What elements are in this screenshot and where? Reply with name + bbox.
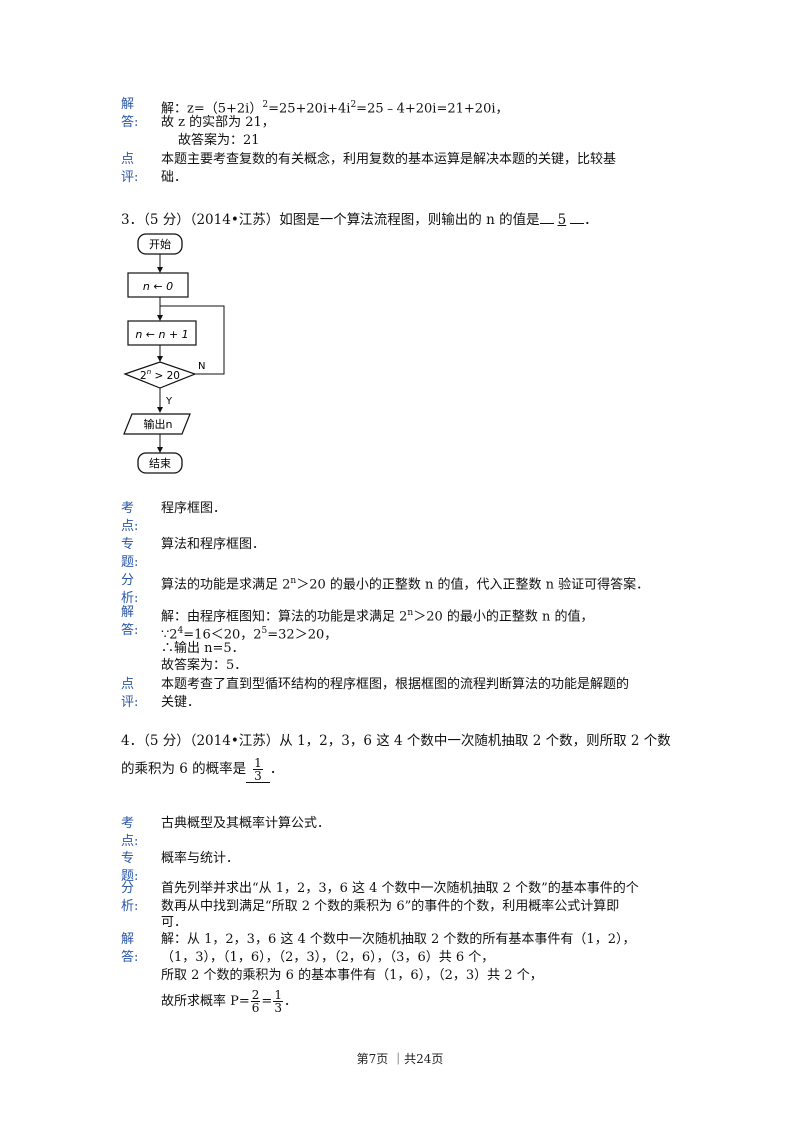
end-terminal — [137, 452, 183, 474]
start-label: 开始 — [149, 237, 171, 251]
solution-line: ∵24=16＜20，25=32＞20， — [161, 626, 338, 643]
label-da: 答: — [121, 115, 139, 130]
loop-label: n ← n + 1 — [135, 328, 188, 341]
label-kao: 考 — [121, 816, 135, 831]
label-dian: 点 — [121, 677, 135, 692]
label-ti: 题: — [121, 869, 139, 884]
answer-blank: 5 — [557, 212, 567, 228]
label-zhuan: 专 — [121, 851, 135, 866]
loop-process-box — [127, 320, 197, 346]
label-ti: 题: — [121, 555, 139, 570]
end-label: 结束 — [149, 457, 171, 470]
solution-line: 解：由程序框图知：算法的功能是求满足 2n＞20 的最小的正整数 n 的值， — [161, 608, 594, 625]
solution-equation: 解：z=（5+2i）2=25+20i+4i2=25﹣4+20i=21+20i， — [161, 100, 509, 117]
fenxi-text: 首先列举并求出“从 1，2，3，6 这 4 个数中一次随机抽取 2 个数”的基本… — [161, 881, 639, 896]
init-label: n ← 0 — [143, 280, 173, 293]
solution-line: ∴输出 n=5． — [161, 641, 245, 656]
solution-answer: 故答案为：5． — [161, 658, 248, 673]
page-footer: 第7页 ｜共24页 — [356, 1052, 444, 1066]
label-ping: 评: — [121, 170, 139, 185]
comment-line: 本题主要考查复数的有关概念，利用复数的基本运算是解决本题的关键，比较基 — [161, 152, 617, 167]
solution-line: 解：从 1，2，3，6 这 4 个数中一次随机抽取 2 个数的所有基本事件有（1… — [161, 932, 636, 947]
label-dian: 点: — [121, 519, 139, 534]
question-4-stem: 4．（5 分）（2014•江苏）从 1，2，3，6 这 4 个数中一次随机抽取 … — [121, 733, 671, 749]
comment-line: 关键． — [161, 695, 201, 710]
yes-label: Y — [165, 396, 173, 407]
decision-label: 2n > 20 — [140, 368, 180, 382]
label-dian: 点: — [121, 834, 139, 849]
solution-line: 故 z 的实部为 21， — [161, 115, 275, 130]
label-zhuan: 专 — [121, 537, 135, 552]
zhuanti-text: 概率与统计． — [161, 851, 240, 866]
output-label: 输出n — [144, 417, 173, 431]
comment-line: 础． — [161, 170, 188, 185]
comment-line: 本题考查了直到型循环结构的程序框图，根据框图的流程判断算法的功能是解题的 — [161, 677, 630, 692]
label-fen: 分 — [121, 881, 135, 896]
label-kao: 考 — [121, 501, 135, 516]
solution-answer: 故答案为：21 — [178, 133, 260, 148]
init-process-box — [127, 272, 189, 298]
solution-line: （1，3），（1，6），（2，3），（2，6），（3，6）共 6 个， — [161, 950, 495, 965]
label-dian: 点 — [121, 152, 135, 167]
zhuanti-text: 算法和程序框图． — [161, 537, 266, 552]
kaodian-text: 古典概型及其概率计算公式． — [161, 816, 331, 831]
label-da: 答: — [121, 950, 139, 965]
no-label: N — [198, 361, 205, 372]
flowchart: 开始 n ← 0 n ← n + 1 2n > 20 N Y 输出n 结束 — [123, 233, 225, 474]
fenxi-text: 可． — [161, 915, 188, 930]
label-ping: 评: — [121, 695, 139, 710]
fenxi-text: 算法的功能是求满足 2n＞20 的最小的正整数 n 的值，代入正整数 n 验证可… — [161, 576, 650, 593]
label-jie: 解 — [121, 932, 135, 947]
label-da: 答: — [121, 623, 139, 638]
fenxi-text: 数再从中找到满足“所取 2 个数的乘积为 6”的事件的个数，利用概率公式计算即 — [161, 899, 620, 914]
solution-line: 所取 2 个数的乘积为 6 的基本事件有（1，6），（2，3）共 2 个， — [161, 968, 543, 983]
label-xi: 析: — [121, 899, 139, 914]
kaodian-text: 程序框图． — [161, 501, 227, 516]
label-fen: 分 — [121, 573, 135, 588]
label-jie: 解 — [121, 97, 135, 112]
label-xi: 析: — [121, 591, 139, 606]
output-parallelogram — [123, 413, 191, 435]
label-jie: 解 — [121, 605, 135, 620]
